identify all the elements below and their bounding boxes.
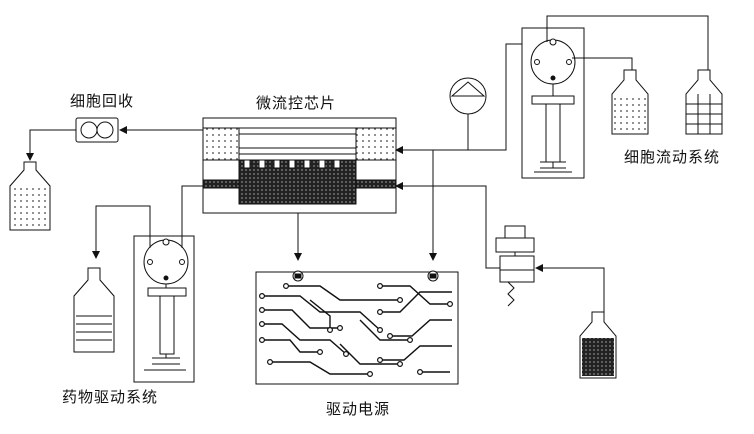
pressure-gauge [449, 77, 487, 150]
label-cell-flow-system: 细胞流动系统 [624, 148, 721, 166]
cell-flow-pump-housing [521, 27, 585, 179]
solenoid-valve [495, 225, 535, 307]
label-drug-drive-system: 药物驱动系统 [62, 388, 159, 406]
drug-pump-housing [133, 235, 195, 383]
label-cell-recovery: 细胞回收 [70, 92, 135, 110]
cell-flow-bottle-2 [685, 69, 723, 135]
air-bottle [579, 311, 617, 379]
drug-bottle [73, 267, 115, 353]
cell-recovery-unit [75, 117, 119, 143]
label-drive-power: 驱动电源 [326, 400, 391, 418]
label-microfluidic-chip: 微流控芯片 [256, 94, 337, 112]
cell-flow-bottle-1 [611, 69, 649, 135]
cell-recovery-bottle [9, 161, 51, 231]
microfluidic-chip [202, 117, 397, 214]
drive-power-board [255, 270, 459, 385]
